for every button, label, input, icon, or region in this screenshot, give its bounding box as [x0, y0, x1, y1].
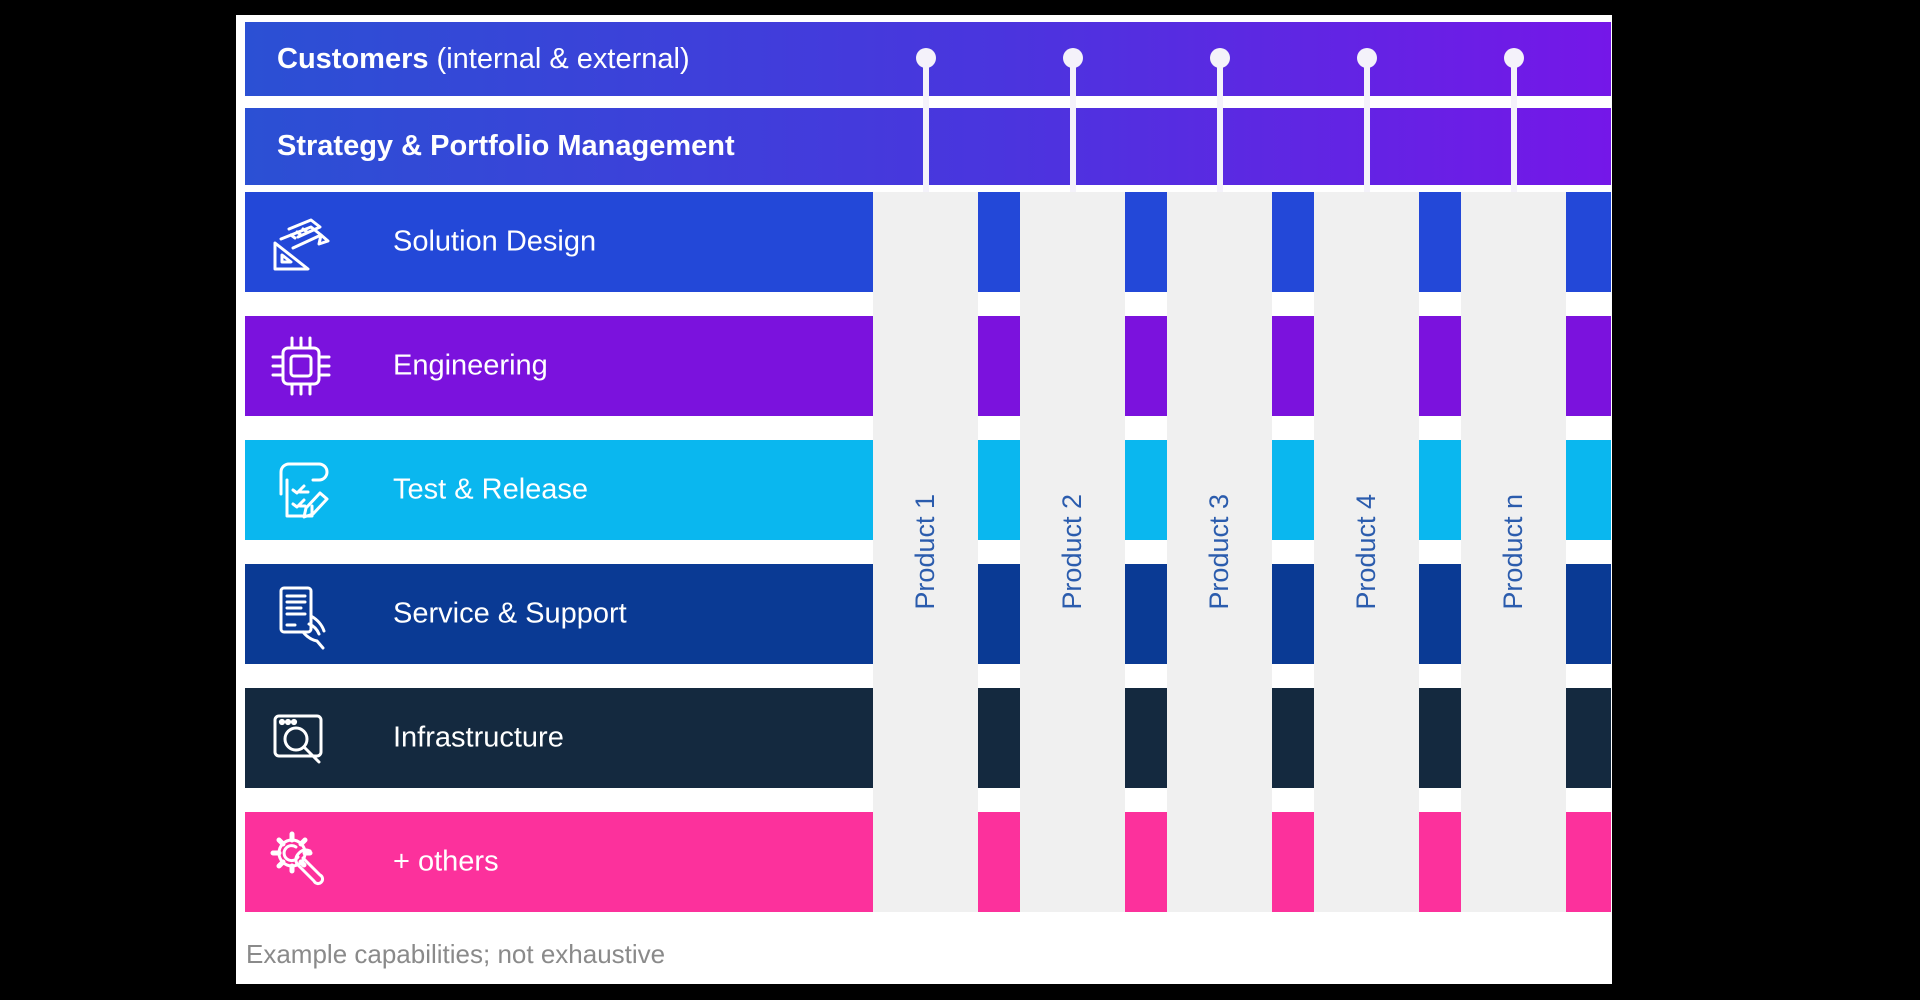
product-column-3: Product 3	[1167, 192, 1272, 912]
connector-dot	[916, 48, 936, 68]
product-label: Product 4	[1351, 494, 1381, 610]
strategy-bar-label: Strategy & Portfolio Management	[277, 130, 735, 163]
product-column-4: Product 4	[1314, 192, 1419, 912]
strategy-bold-text: Strategy & Portfolio Management	[277, 130, 735, 162]
connector-line	[1364, 63, 1370, 192]
product-label: Product 2	[1057, 494, 1087, 610]
connector-dot	[1357, 48, 1377, 68]
row-label: Engineering	[393, 349, 548, 382]
connector-dot	[1210, 48, 1230, 68]
document-hand-icon	[265, 578, 337, 650]
customers-bold-text: Customers	[277, 42, 429, 75]
customers-sub-text: (internal & external)	[428, 42, 690, 75]
row-label: Test & Release	[393, 473, 589, 506]
browser-search-icon	[265, 702, 337, 774]
connector-line	[1217, 63, 1223, 192]
product-column-2: Product 2	[1020, 192, 1125, 912]
product-label: Product n	[1498, 494, 1528, 610]
row-label: + others	[393, 845, 499, 878]
footnote-caption: Example capabilities; not exhaustive	[246, 939, 666, 969]
product-label: Product 3	[1204, 494, 1234, 610]
drafting-tools-icon	[265, 206, 337, 278]
connector-line	[1511, 63, 1517, 192]
connector-line	[923, 63, 929, 192]
row-label: Service & Support	[393, 597, 627, 630]
connector-line	[1070, 63, 1076, 192]
gear-wrench-icon	[265, 826, 337, 898]
customers-bar-label: Customers (internal & external)	[277, 43, 690, 76]
cpu-chip-icon	[265, 330, 337, 402]
diagram-panel: Customers (internal & external) Strategy…	[236, 15, 1612, 984]
product-label: Product 1	[910, 494, 940, 610]
product-column-1: Product 1	[873, 192, 978, 912]
row-label: Infrastructure	[393, 721, 564, 754]
product-column-n: Product n	[1461, 192, 1566, 912]
connector-dot	[1063, 48, 1083, 68]
connector-dot	[1504, 48, 1524, 68]
checklist-pencil-icon	[265, 454, 337, 526]
row-label: Solution Design	[393, 225, 597, 258]
